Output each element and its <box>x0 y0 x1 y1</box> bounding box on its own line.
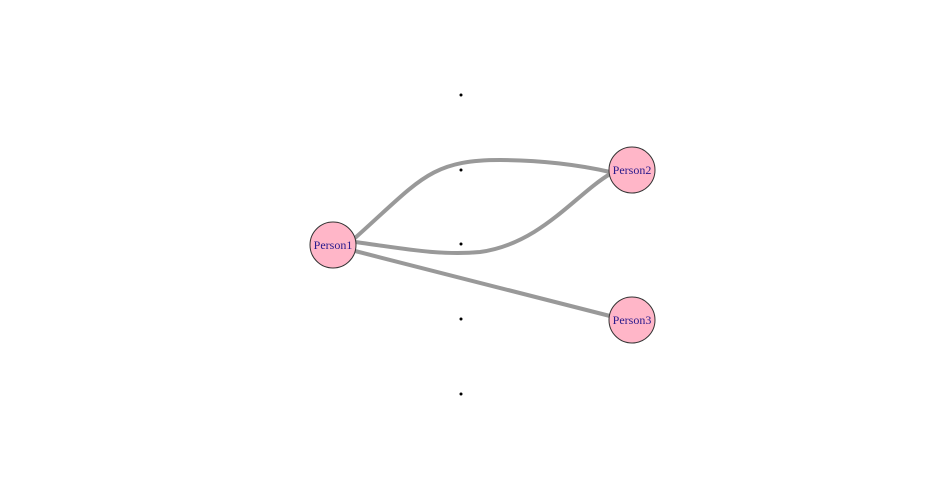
edge-person1-person2-lower <box>353 172 612 256</box>
edge-person1-person2-upper <box>353 157 612 240</box>
node-person1-circle[interactable] <box>309 221 357 269</box>
isolated-dot <box>459 242 463 246</box>
node-person3-circle[interactable] <box>608 296 656 344</box>
node-person1-label: Person1 <box>314 238 353 252</box>
node-person2-circle[interactable] <box>608 146 656 194</box>
isolated-dot <box>459 93 463 97</box>
node-person2[interactable]: Person2 <box>608 146 656 194</box>
node-person2-label: Person2 <box>613 163 652 177</box>
edge-person1-person3 <box>353 249 612 318</box>
isolated-dot <box>459 317 463 321</box>
isolated-dot <box>459 392 463 396</box>
edges <box>353 157 612 318</box>
node-person1[interactable]: Person1 <box>309 221 357 269</box>
node-person3-label: Person3 <box>613 313 652 327</box>
isolated-points <box>459 93 463 396</box>
isolated-dot <box>459 168 463 172</box>
node-person3[interactable]: Person3 <box>608 296 656 344</box>
